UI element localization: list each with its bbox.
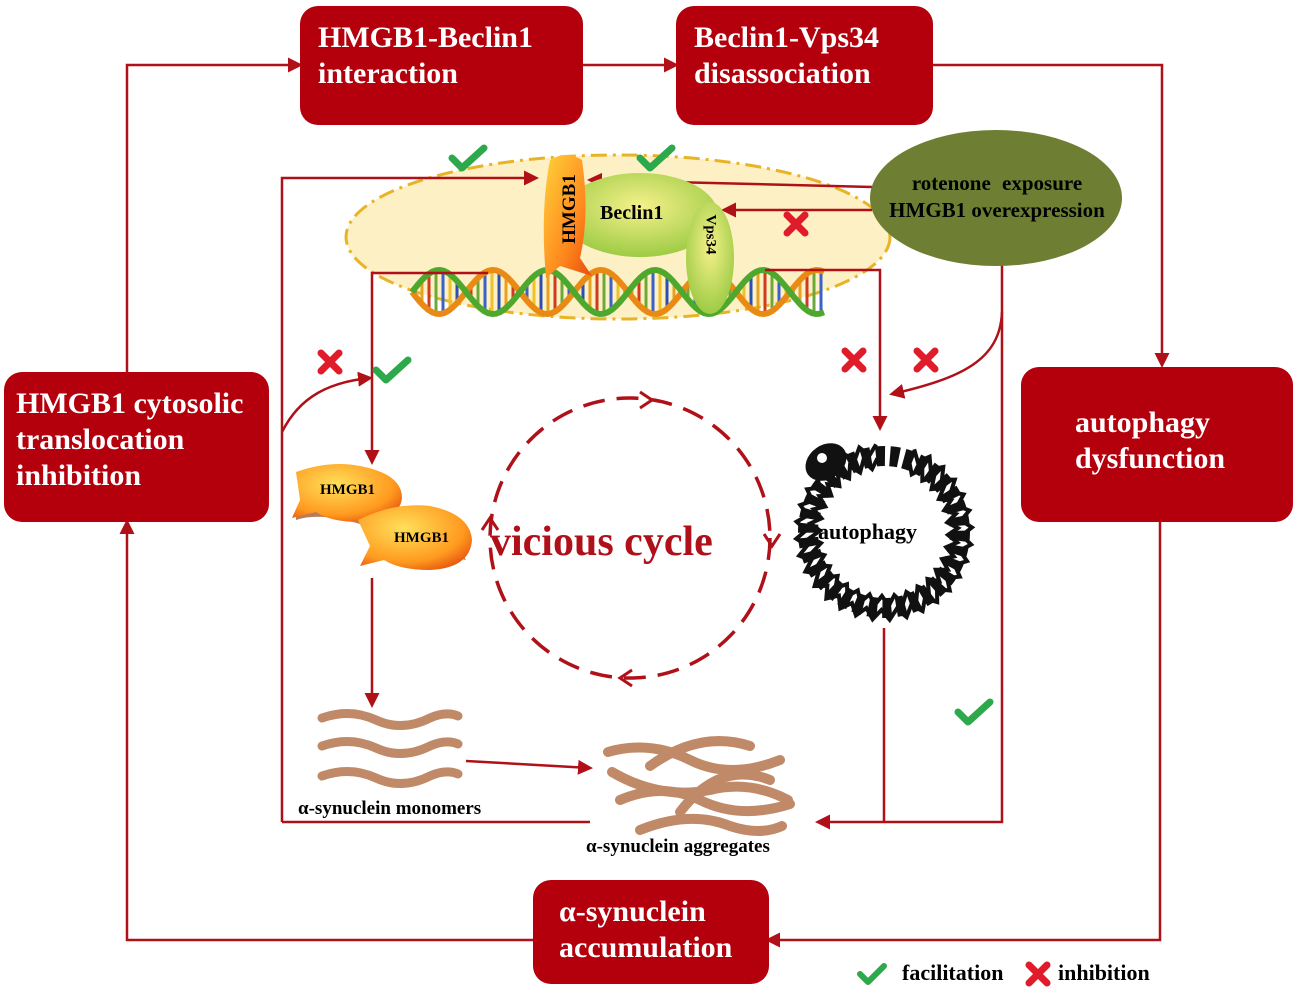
inhibition-cross-icon bbox=[317, 349, 343, 375]
cytosol-hmgb1-a-shape bbox=[292, 464, 402, 522]
monomers-label: α-synuclein monomers bbox=[298, 798, 482, 819]
inner-connectors bbox=[280, 170, 1004, 830]
inhibition-cross-icon bbox=[783, 211, 809, 237]
arrow-dna-to-cytosol-hmgb1 bbox=[364, 271, 488, 465]
arrow-dna-to-autophagy bbox=[765, 268, 888, 431]
cycle-arrowhead-top bbox=[639, 390, 655, 410]
trigger-text: rotenone exposure HMGB1 overexpression bbox=[889, 171, 1105, 222]
legend-inhibition-label: inhibition bbox=[1058, 960, 1150, 985]
arrow-trigger-curve-to-autophagy bbox=[889, 311, 1004, 399]
arrow-left-loop-to-hmgb1 bbox=[280, 170, 539, 822]
cycle-arrowhead-bottom bbox=[617, 668, 633, 688]
hmgb1-shape bbox=[543, 155, 592, 278]
box-beclin1-vps34-disassociation: Beclin1-Vps34 disassociation bbox=[676, 6, 933, 125]
cycle-arrowhead-left bbox=[480, 515, 500, 531]
label-beclin1: Beclin1 bbox=[600, 202, 664, 224]
autophagy-ring-outer-edge bbox=[792, 443, 976, 624]
facilitation-check-icon bbox=[636, 144, 676, 172]
synuclein-aggregates-shapes bbox=[603, 736, 795, 836]
autophagy-label: autophagy bbox=[818, 519, 918, 544]
inhibition-cross-icon bbox=[913, 347, 939, 373]
cytosolic-hmgb1 bbox=[292, 464, 472, 570]
autophagy-snake-head bbox=[805, 443, 847, 481]
facilitation-check-icon bbox=[448, 144, 488, 172]
arrow-accumulation-to-translocation bbox=[119, 519, 533, 942]
dna-strand-a bbox=[409, 266, 826, 318]
synuclein-monomers-shapes bbox=[317, 709, 463, 788]
label-cytosol-hmgb1-b: HMGB1 bbox=[394, 530, 449, 546]
vicious-cycle-label: vicious cycle bbox=[490, 519, 713, 565]
arrow-disassociation-to-dysfunction bbox=[932, 63, 1170, 368]
inhibition-cross-icon bbox=[841, 347, 867, 373]
arrow-translocation-curve bbox=[280, 371, 373, 433]
dna-helix bbox=[409, 266, 826, 318]
autophagy-ring-body bbox=[798, 446, 970, 618]
vps34-shape bbox=[686, 202, 734, 314]
box-hmgb1-beclin1-interaction: HMGB1-Beclin1 interaction bbox=[300, 6, 583, 125]
autophagy-ring bbox=[792, 443, 976, 624]
markers bbox=[317, 144, 994, 726]
cycle-arrowhead-right bbox=[762, 533, 782, 549]
protein-complex bbox=[543, 155, 734, 314]
cytosol-hmgb1-b-shape bbox=[358, 505, 472, 570]
trigger-ellipse bbox=[870, 130, 1122, 266]
facilitation-check-icon bbox=[954, 698, 994, 726]
label-vps34: Vps34 bbox=[702, 214, 719, 255]
beclin1-shape bbox=[562, 173, 718, 257]
outer-loop-connectors bbox=[119, 57, 1170, 948]
vicious-cycle-circle bbox=[488, 396, 772, 680]
facilitation-check-icon bbox=[372, 356, 412, 384]
aggregates-label: α-synuclein aggregates bbox=[586, 836, 770, 857]
legend-check-icon bbox=[857, 963, 887, 985]
dna-strand-b bbox=[409, 266, 826, 318]
label-cytosol-hmgb1-a: HMGB1 bbox=[320, 482, 375, 498]
box-hmgb1-translocation-inhibition: HMGB1 cytosolic translocation inhibition bbox=[4, 372, 269, 522]
legend: facilitation inhibition bbox=[856, 958, 1176, 990]
legend-facilitation-label: facilitation bbox=[902, 960, 1004, 985]
autophagy-ring-inner-edge bbox=[806, 457, 962, 610]
box-autophagy-dysfunction: autophagy dysfunction bbox=[1021, 367, 1293, 522]
arrow-translocation-to-interaction bbox=[125, 57, 303, 372]
arrow-dysfunction-to-accumulation bbox=[765, 522, 1162, 948]
box-synuclein-accumulation: α-synuclein accumulation bbox=[533, 880, 769, 984]
label-hmgb1-complex: HMGB1 bbox=[559, 174, 580, 244]
legend-cross-icon bbox=[1025, 961, 1051, 987]
autophagy-snake-eye bbox=[817, 453, 827, 463]
arrow-trigger-down-to-aggregates bbox=[815, 262, 1004, 830]
arrow-monomers-to-aggregates bbox=[465, 759, 593, 775]
